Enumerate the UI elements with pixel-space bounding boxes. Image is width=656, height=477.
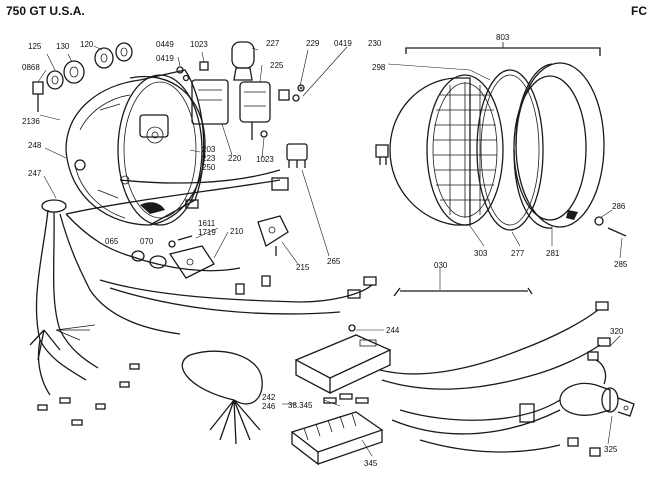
label-120: 120 [80,40,94,49]
label-1611: 1611 [198,219,216,228]
label-0419-left: 0419 [156,54,174,63]
label-2136: 2136 [22,117,40,126]
bracket-210 [168,235,215,279]
label-227: 227 [266,39,280,48]
label-246: 246 [262,402,276,411]
label-220: 220 [228,154,242,163]
part-labels: 125 130 120 0868 2136 248 247 0449 0419 … [22,33,628,468]
label-130: 130 [56,42,70,51]
page-code: FC [631,4,647,18]
label-229: 229 [306,39,320,48]
chrome-rim-281 [513,62,605,229]
label-325: 325 [604,445,618,454]
label-203: 203 [202,145,216,154]
fuse-block [290,393,384,466]
label-223: 223 [202,154,216,163]
label-230: 230 [368,39,382,48]
label-030: 030 [434,261,448,270]
label-277: 277 [511,249,525,258]
label-065: 065 [105,237,119,246]
label-070: 070 [140,237,154,246]
grommet-065-070 [131,250,167,269]
label-250: 250 [202,163,216,172]
right-wiring-harness [379,301,611,457]
assembly-bracket-803 [405,42,601,56]
wiring-harness-main [29,169,377,426]
connector-block-265 [286,143,308,168]
headlamp-housing [65,69,206,226]
page-title: 750 GT U.S.A. [6,4,85,18]
hardware-group-top-left [32,42,133,112]
label-1719: 1719 [198,228,216,237]
switch-215 [257,215,289,256]
label-225: 225 [270,61,284,70]
label-125: 125 [28,42,42,51]
label-320: 320 [610,327,624,336]
label-265: 265 [327,257,341,266]
label-345: 345 [364,459,378,468]
leader-lines [37,45,623,457]
label-303: 303 [474,249,488,258]
label-285: 285 [614,260,628,269]
label-210: 210 [230,227,244,236]
label-298: 298 [372,63,386,72]
label-248: 248 [28,141,42,150]
loop-wire [181,350,263,445]
tie-rod-030 [393,287,533,297]
label-242: 242 [262,393,276,402]
label-281: 281 [546,249,560,258]
label-0449: 0449 [156,40,174,49]
fuse-box-cover [294,324,392,395]
label-247: 247 [28,169,42,178]
ignition-switch [559,351,635,417]
label-1023-bottom: 1023 [256,155,274,164]
headlamp-light-unit [375,74,504,226]
label-215: 215 [296,263,310,272]
label-0419-right: 0419 [334,39,352,48]
label-1023-top: 1023 [190,40,208,49]
label-244: 244 [386,326,400,335]
label-286: 286 [612,202,626,211]
rim-screw [594,216,627,237]
relay-and-bulb-holder [176,41,305,140]
gasket-ring-277 [476,69,544,231]
label-803: 803 [496,33,510,42]
label-0868: 0868 [22,63,40,72]
label-38345: 38.345 [288,401,313,410]
